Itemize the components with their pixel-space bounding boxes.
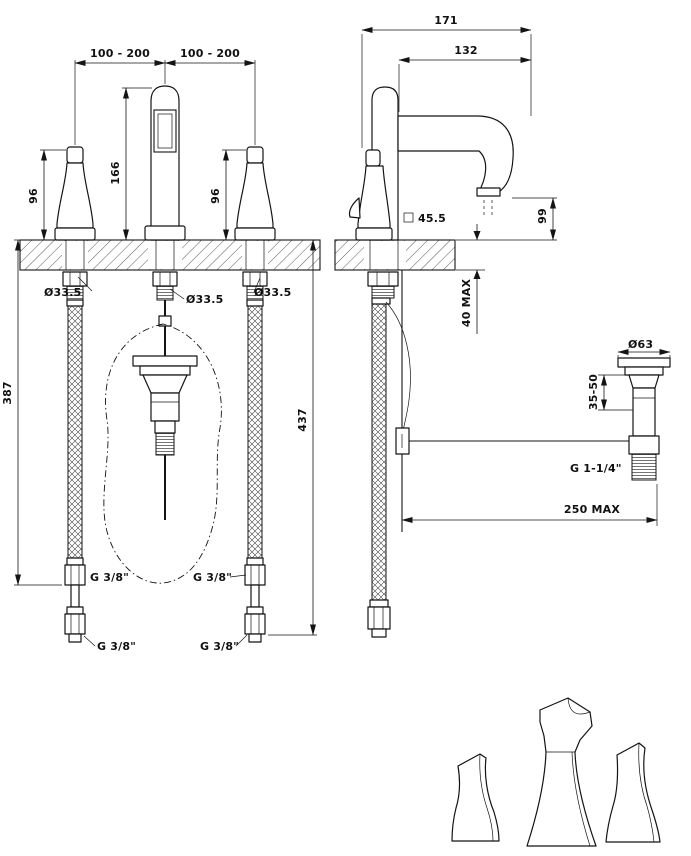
dim-handle-height-right-label: 96: [209, 188, 222, 204]
dim-rod-reach-label: 250 MAX: [564, 503, 620, 516]
thread-bottom-left-label: G 3/8": [97, 640, 136, 653]
dim-spout-height-label: 166: [109, 161, 122, 185]
right-shank-and-hose: [242, 271, 268, 643]
popup-waste-front: [132, 271, 198, 520]
dim-spout-height: 166: [109, 87, 152, 241]
dim-hose-long: 437: [268, 239, 318, 636]
dim-hose-short-label: 387: [1, 381, 14, 405]
handle-side: [348, 149, 393, 241]
dim-handle-height-left-label: 96: [27, 188, 40, 204]
dim-handle-height-right: 96: [209, 149, 246, 241]
dim-body-square: 45.5: [403, 212, 446, 225]
left-handle-front: [54, 146, 96, 241]
side-view: 45.5 171 132 99 40 MAX: [334, 14, 671, 638]
dim-spacing: 100 - 200 100 - 200: [74, 47, 256, 145]
dim-depth-total: 171: [361, 14, 532, 148]
dim-outlet-height: 99: [456, 197, 557, 241]
dim-deck-thickness: 40 MAX: [456, 224, 485, 334]
dim-drain-adjust-label: 35-50: [587, 374, 600, 410]
silhouette-left-handle: [451, 753, 500, 842]
dim-spacing-right-label: 100 - 200: [180, 47, 240, 60]
shank-and-hose-side: [367, 271, 399, 638]
dim-hose-short: 387: [1, 239, 62, 586]
dim-hose-long-label: 437: [296, 408, 309, 432]
dim-hole-right-label: Ø33.5: [254, 286, 292, 299]
thread-mid-right-label: G 3/8": [193, 571, 232, 584]
dim-depth-total-label: 171: [434, 14, 458, 27]
left-shank-and-hose: [62, 271, 88, 643]
thread-mid-left-label: G 3/8": [90, 571, 129, 584]
silhouette-spout: [526, 697, 597, 847]
dim-spout-reach: 132: [398, 44, 532, 112]
thread-labels-front: G 3/8" G 3/8" G 3/8" G 3/8": [83, 571, 248, 653]
dim-hole-left-label: Ø33.5: [44, 286, 82, 299]
spout-front: [144, 85, 186, 241]
right-handle-front: [234, 146, 276, 241]
dim-drain-adjust: 35-50: [587, 374, 633, 411]
drain-thread-label: G 1-1/4": [570, 462, 622, 475]
flex-zone-outline: [103, 323, 222, 584]
dim-handle-height-left: 96: [27, 149, 66, 241]
drain-side: Ø63 35-50 G 1-1/4": [570, 338, 671, 481]
silhouette-right-handle: [605, 742, 661, 843]
dim-hole-center-label: Ø33.5: [186, 293, 224, 306]
dim-outlet-height-label: 99: [536, 208, 549, 224]
perspective-silhouettes: [451, 697, 661, 847]
dim-body-square-label: 45.5: [418, 212, 446, 225]
countertop-side: [334, 239, 456, 271]
water-stream: [483, 200, 493, 216]
dim-deck-thickness-label: 40 MAX: [460, 279, 473, 328]
dim-spout-reach-label: 132: [454, 44, 478, 57]
thread-bottom-right-label: G 3/8": [200, 640, 239, 653]
dim-spacing-left-label: 100 - 200: [90, 47, 150, 60]
countertop-front: [19, 239, 321, 271]
front-view: 100 - 200 100 - 200 96 166 96 Ø33.5 Ø33.…: [1, 47, 321, 653]
dim-hole-diameters: Ø33.5 Ø33.5 Ø33.5: [44, 276, 292, 306]
dim-drain-diameter-label: Ø63: [628, 338, 653, 351]
dim-rod-reach: 250 MAX: [401, 484, 658, 526]
